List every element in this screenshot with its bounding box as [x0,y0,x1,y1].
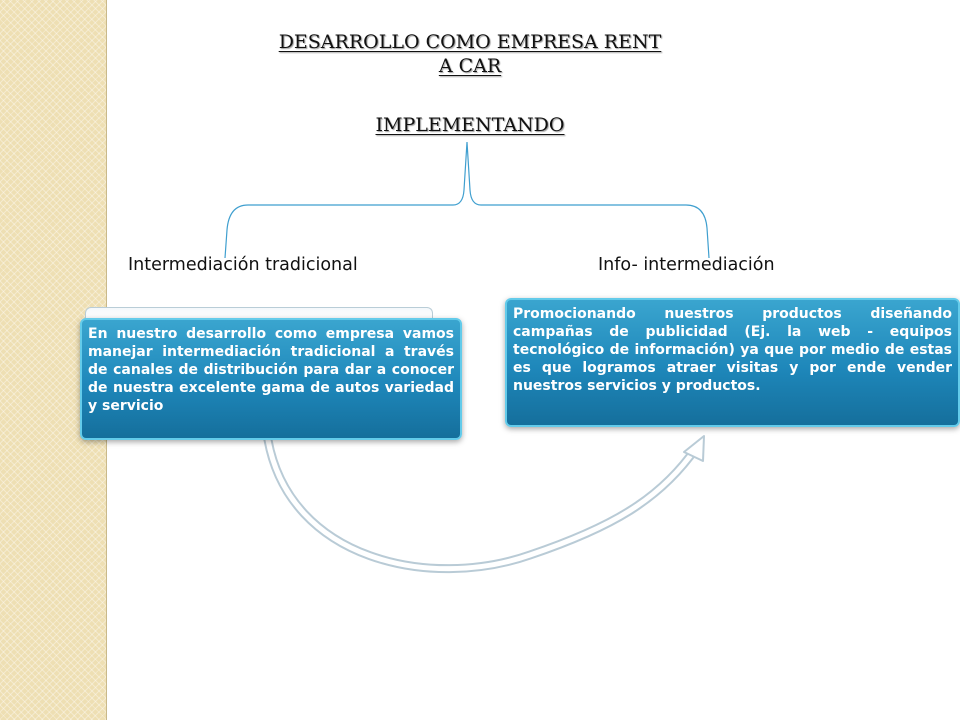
slide-title: DESARROLLO COMO EMPRESA RENT A CAR [250,30,690,78]
transition-arrow [263,435,701,574]
branch-bracket [224,141,710,259]
info-description-box: Promocionando nuestros productos diseñan… [505,298,960,427]
traditional-description-text: En nuestro desarrollo como empresa vamos… [88,326,454,414]
arrow-head-icon [683,435,705,462]
title-line-1: DESARROLLO COMO EMPRESA RENT [278,31,662,53]
info-description-text: Promocionando nuestros productos diseñan… [513,306,952,394]
title-line-2: A CAR [438,55,502,77]
branch-label-info: Info- intermediación [598,255,775,275]
branch-label-traditional: Intermediación tradicional [128,255,358,275]
transition-arrow-core [265,437,699,572]
slide-subtitle: IMPLEMENTANDO [375,114,565,136]
traditional-description-box: En nuestro desarrollo como empresa vamos… [80,318,462,440]
